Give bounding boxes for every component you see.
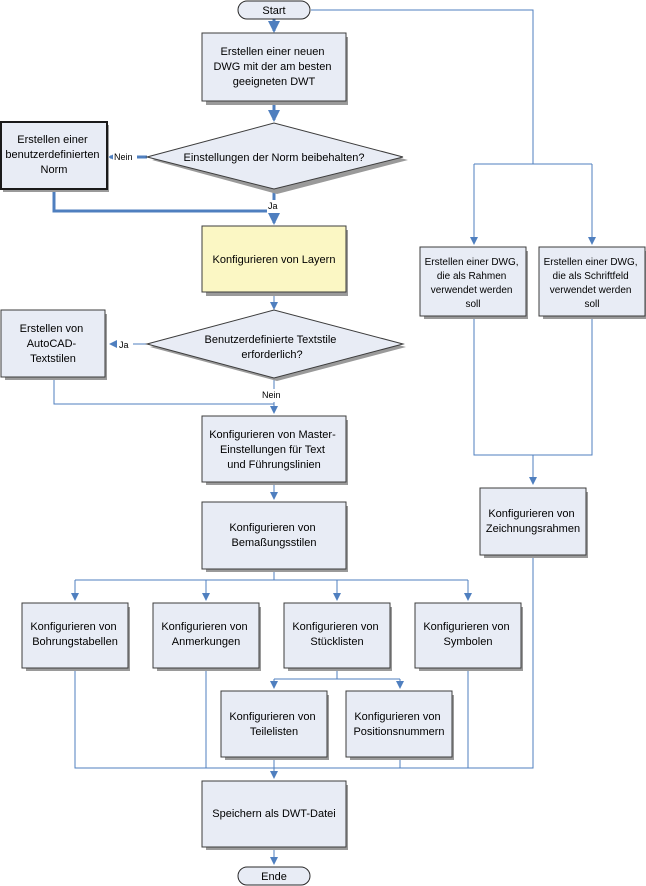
master-settings-label: Konfigurieren von Master- Einstellungen … [209, 429, 339, 471]
edge-label-norm-no: Nein [114, 152, 133, 162]
parts-lists-box: Konfigurieren von Stücklisten [283, 602, 392, 671]
symbols-label: Konfigurieren von Symbolen [423, 621, 512, 648]
decision-norm: Einstellungen der Norm beibehalten? [145, 122, 408, 194]
connector-text-styles-join [53, 378, 274, 405]
layers-box: Konfigurieren von Layern [201, 225, 348, 296]
save-dwt-label: Speichern als DWT-Datei [212, 808, 336, 820]
edge-label-norm-yes: Ja [268, 201, 278, 211]
custom-norm-label: Erstellen einer benutzerdefinierten Norm [5, 134, 102, 176]
save-dwt-box: Speichern als DWT-Datei [201, 780, 348, 850]
notes-label: Konfigurieren von Anmerkungen [161, 621, 250, 648]
decision-norm-label: Einstellungen der Norm beibehalten? [183, 152, 364, 164]
connector-custom-norm-join [52, 192, 274, 213]
balloons-box: Konfigurieren von Positionsnummern [345, 690, 454, 760]
end-terminator: Ende [237, 866, 311, 886]
connectors [52, 9, 596, 865]
drawing-borders-label: Konfigurieren von Zeichnungsrahmen [486, 508, 580, 535]
symbols-box: Konfigurieren von Symbolen [414, 602, 523, 671]
edge-label-text-no: Nein [262, 390, 281, 400]
custom-norm-box: Erstellen einer benutzerdefinierten Norm [0, 121, 109, 192]
text-styles-box: Erstellen von AutoCAD- Textstilen [0, 309, 107, 380]
dim-styles-label: Konfigurieren von Bemaßungsstilen [229, 522, 318, 549]
hole-tables-box: Konfigurieren von Bohrungstabellen [21, 602, 130, 671]
start-terminator: Start [237, 0, 311, 20]
partial-lists-box: Konfigurieren von Teilelisten [220, 690, 329, 760]
end-label: Ende [261, 871, 287, 883]
connector-merge-bus [74, 669, 533, 769]
edge-label-text-yes: Ja [119, 340, 129, 350]
titleblock-dwg-box: Erstellen einer DWG, die als Schriftfeld… [538, 246, 646, 319]
dim-styles-box: Konfigurieren von Bemaßungsstilen [201, 501, 348, 572]
border-dwg-box: Erstellen einer DWG, die als Rahmen verw… [419, 246, 528, 319]
titleblock-dwg-label: Erstellen einer DWG, die als Schriftfeld… [544, 257, 641, 310]
drawing-borders-box: Konfigurieren von Zeichnungsrahmen [479, 487, 588, 558]
create-dwg-box: Erstellen einer neuen DWG mit der am bes… [201, 32, 348, 105]
connector-right-merge [473, 317, 593, 456]
text-styles-label: Erstellen von AutoCAD- Textstilen [20, 323, 87, 365]
balloons-label: Konfigurieren von Positionsnummern [353, 711, 444, 738]
master-settings-box: Konfigurieren von Master- Einstellungen … [201, 415, 348, 485]
border-dwg-label: Erstellen einer DWG, die als Rahmen verw… [425, 257, 522, 310]
start-label: Start [262, 5, 285, 17]
parts-lists-label: Konfigurieren von Stücklisten [292, 621, 381, 648]
create-dwg-label: Erstellen einer neuen DWG mit der am bes… [213, 46, 334, 88]
decision-text-styles-label: Benutzerdefinierte Textstile erforderlic… [205, 334, 340, 361]
connector-start-right [311, 9, 534, 164]
notes-box: Konfigurieren von Anmerkungen [152, 602, 261, 671]
hole-tables-label: Konfigurieren von Bohrungstabellen [30, 621, 119, 648]
layers-label: Konfigurieren von Layern [213, 254, 336, 266]
decision-text-styles: Benutzerdefinierte Textstile erforderlic… [145, 309, 406, 381]
partial-lists-label: Konfigurieren von Teilelisten [229, 711, 318, 738]
edge-labels: Nein Ja Ja Nein [113, 150, 287, 402]
